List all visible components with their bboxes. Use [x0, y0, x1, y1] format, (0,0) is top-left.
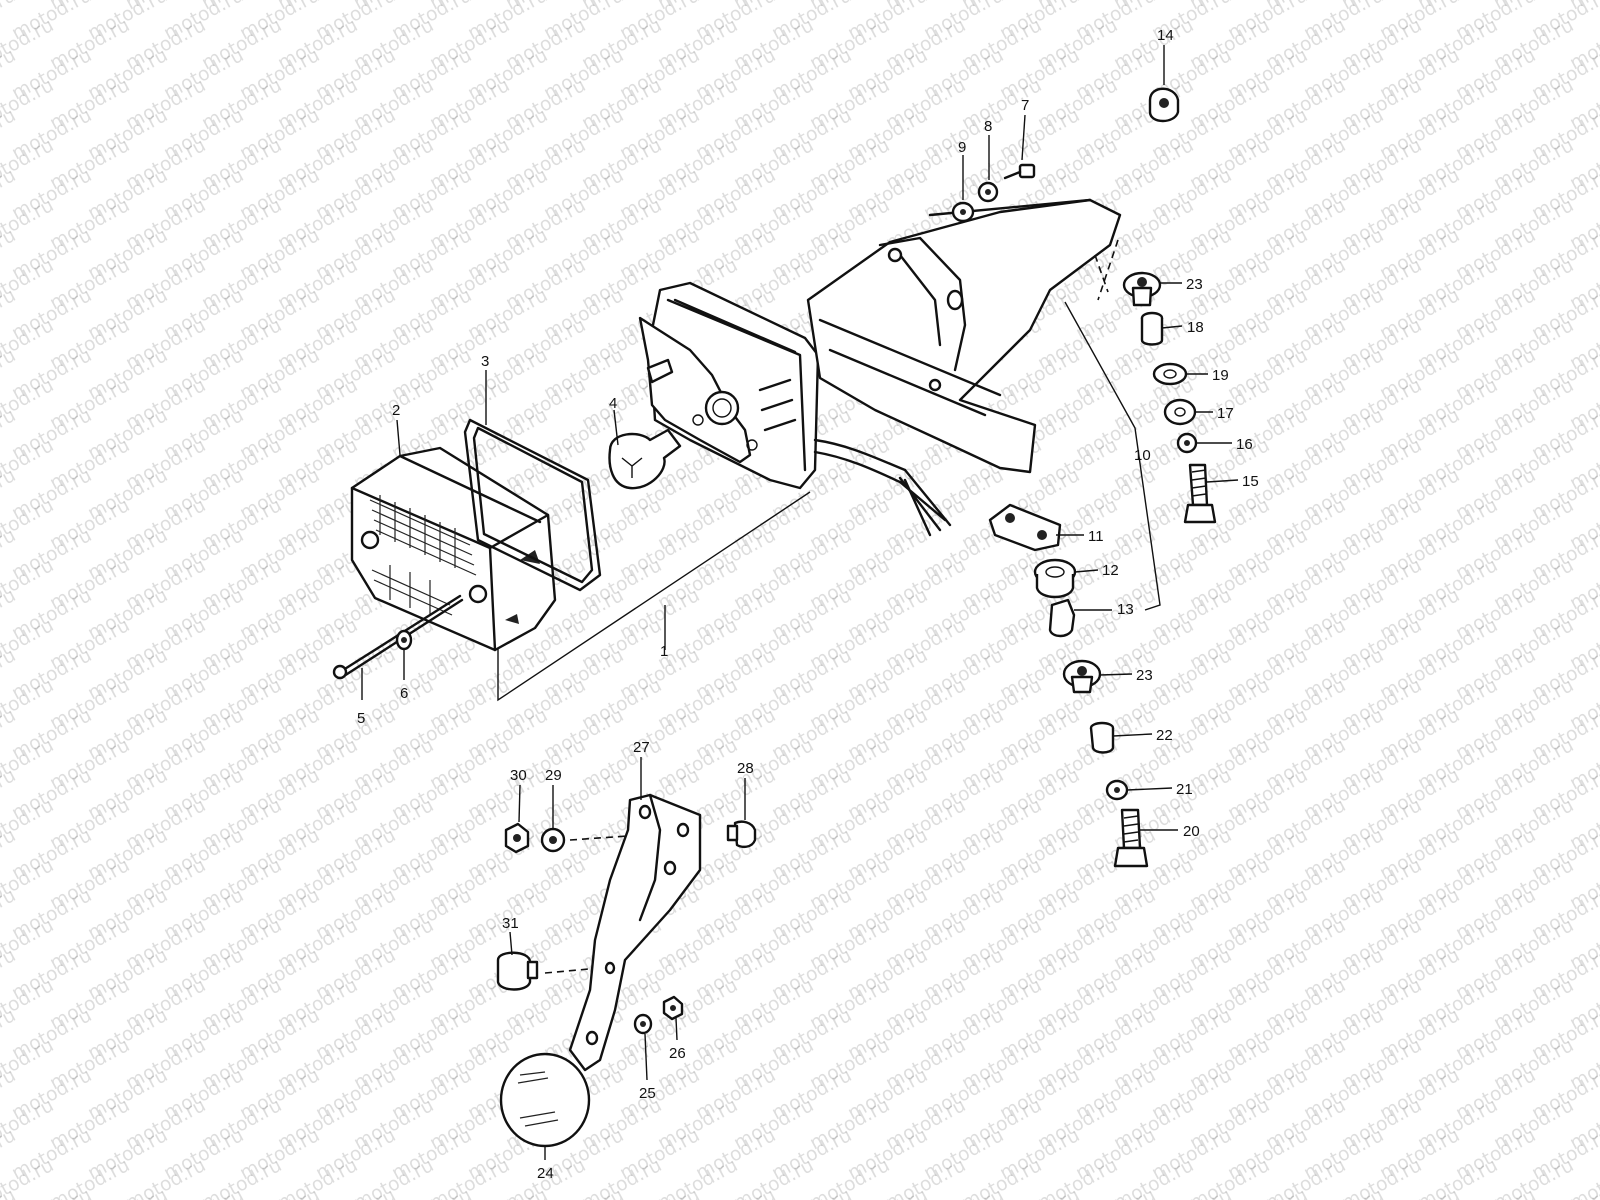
callout-7: 7: [1021, 97, 1029, 114]
callout-28: 28: [737, 760, 754, 777]
callout-10: 10: [1134, 447, 1151, 464]
callout-17: 17: [1217, 405, 1234, 422]
grommet-12: [1033, 558, 1077, 599]
callout-14: 14: [1157, 27, 1174, 44]
callout-29: 29: [545, 767, 562, 784]
washer-29: [540, 827, 566, 853]
callout-6: 6: [400, 685, 408, 702]
callout-9: 9: [958, 139, 966, 156]
nut-26: [662, 995, 684, 1021]
callout-19: 19: [1212, 367, 1229, 384]
callout-16: 16: [1236, 436, 1253, 453]
washer-16: [1176, 432, 1198, 454]
callout-4: 4: [609, 395, 617, 412]
callout-26: 26: [669, 1045, 686, 1062]
collar-18: [1140, 311, 1164, 346]
callout-18: 18: [1187, 319, 1204, 336]
callout-23-bottom: 23: [1136, 667, 1153, 684]
callout-3: 3: [481, 353, 489, 370]
callout-13: 13: [1117, 601, 1134, 618]
nut-14: [1148, 87, 1180, 123]
callout-31: 31: [502, 915, 519, 932]
callout-27: 27: [633, 739, 650, 756]
callout-15: 15: [1242, 473, 1259, 490]
callout-5: 5: [357, 710, 365, 727]
callout-24: 24: [537, 1165, 554, 1182]
callout-21: 21: [1176, 781, 1193, 798]
washer-17: [1163, 398, 1197, 426]
washer-25: [633, 1013, 653, 1035]
washer-19: [1152, 362, 1188, 386]
nut-30: [504, 822, 530, 854]
washer-21: [1105, 779, 1129, 801]
callout-11: 11: [1088, 528, 1104, 545]
collar-22: [1089, 721, 1115, 754]
callout-23-top: 23: [1186, 276, 1203, 293]
callout-30: 30: [510, 767, 527, 784]
callout-22: 22: [1156, 727, 1173, 744]
callout-1: 1: [660, 643, 668, 660]
collar-13: [1048, 598, 1076, 638]
callout-25: 25: [639, 1085, 656, 1102]
callout-12: 12: [1102, 562, 1119, 579]
callout-2: 2: [392, 402, 400, 419]
reflector-24: [499, 1052, 591, 1148]
callout-20: 20: [1183, 823, 1200, 840]
callout-8: 8: [984, 118, 992, 135]
